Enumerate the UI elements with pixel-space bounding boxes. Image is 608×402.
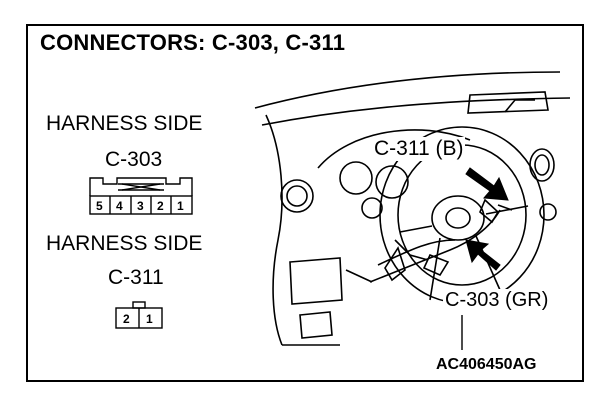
c303-connector-face: [89, 177, 193, 215]
c303-pin-labels: 5 4 3 2 1: [96, 199, 184, 213]
c311-pin-labels: 2 1: [123, 312, 153, 326]
c303-pin: 4: [116, 199, 123, 213]
steering-hub: [431, 195, 485, 241]
top-display: [467, 91, 549, 114]
diagram-frame: [26, 24, 584, 382]
c311-pin: 1: [146, 312, 153, 326]
callout-c303: C-303 (GR): [443, 289, 551, 312]
c303-pin: 2: [157, 199, 164, 213]
harness-side-label-2: HARNESS SIDE: [46, 232, 203, 255]
c311-connector-face: [115, 301, 163, 329]
dash-top-line: [254, 71, 561, 109]
arrow-c303: [465, 239, 501, 271]
air-vent-right: [529, 148, 555, 182]
harness-side-label-1: HARNESS SIDE: [46, 112, 203, 135]
c303-pin: 1: [177, 199, 184, 213]
air-vent-left: [280, 179, 314, 213]
connector-c311-label: C-311: [108, 266, 164, 289]
c311-pin: 2: [123, 312, 130, 326]
connector-c303-label: C-303: [105, 148, 163, 171]
arrow-c311: [465, 167, 509, 201]
diagram-title: CONNECTORS: C-303, C-311: [40, 30, 346, 55]
callout-c311: C-311 (B): [372, 137, 466, 161]
c303-pin: 3: [137, 199, 144, 213]
c303-pin: 5: [96, 199, 103, 213]
figure-id: AC406450AG: [436, 356, 537, 373]
